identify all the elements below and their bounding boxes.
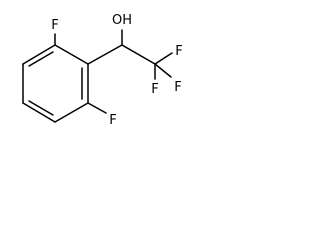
bond-cf3-f-right — [154, 63, 172, 78]
chemical-structure: OH F F F F F — [22, 13, 183, 128]
label-fluorine-cf3-lower: F — [151, 82, 158, 97]
bond-ring-f-bottom — [87, 102, 107, 114]
ring-double-bond — [28, 100, 54, 116]
ring-bond — [22, 44, 56, 65]
label-hydroxyl: OH — [112, 13, 132, 28]
ring-bond — [54, 102, 89, 123]
label-fluorine-cf3-upper: F — [175, 44, 182, 59]
benzene-ring — [22, 44, 89, 123]
bond-ring-chiral-carbon — [87, 44, 123, 65]
ring-double-bond — [28, 51, 54, 67]
bond-carbon-cf3 — [121, 44, 156, 65]
bond-cf3-f-upper — [154, 52, 173, 65]
ring-bond — [54, 44, 89, 65]
ring-bond — [22, 102, 56, 123]
label-fluorine-ring-top: F — [51, 18, 58, 33]
label-fluorine-cf3-right: F — [174, 80, 181, 95]
label-fluorine-ring-bottom: F — [109, 113, 116, 128]
